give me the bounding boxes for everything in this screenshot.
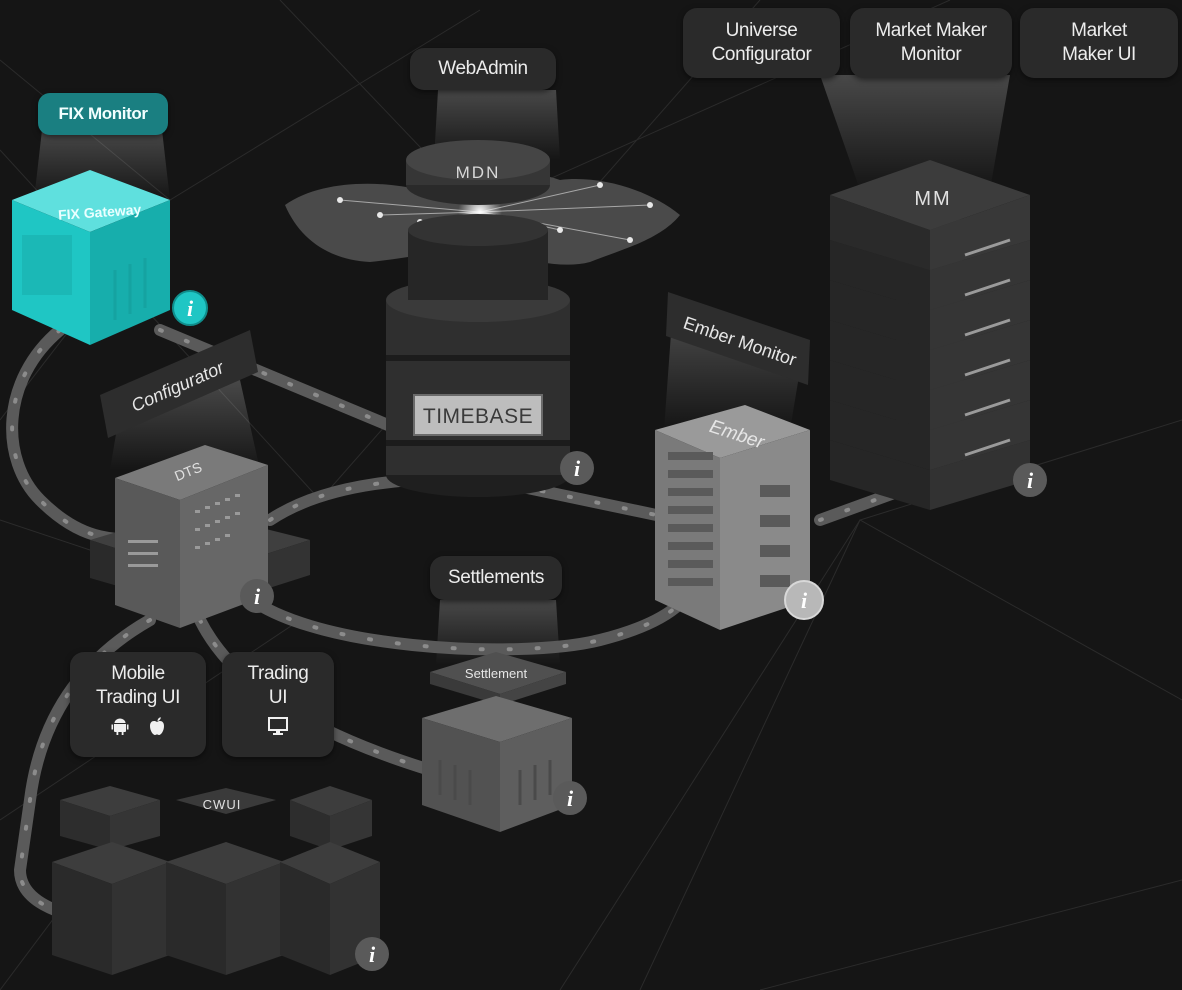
fix-monitor-label[interactable]: FIX Monitor	[38, 93, 168, 135]
cwui-servers[interactable]: CWUI	[52, 786, 380, 975]
svg-text:i: i	[254, 584, 261, 609]
svg-text:i: i	[369, 942, 376, 967]
info-icon[interactable]: i	[1013, 463, 1047, 497]
svg-text:i: i	[567, 786, 574, 811]
mdn-label: MDN	[456, 163, 501, 182]
settlement-label: Settlement	[465, 666, 528, 681]
mm-server-stack[interactable]: MM	[830, 160, 1030, 510]
fix-gateway-label: FIX Gateway	[58, 201, 142, 223]
mdn-node[interactable]: MDN	[406, 140, 550, 205]
desktop-icon	[268, 717, 288, 735]
info-icon[interactable]: i	[355, 937, 389, 971]
mm-rack-layers	[830, 160, 1030, 470]
dts-server[interactable]: DTS	[90, 445, 310, 628]
ember-server[interactable]: Ember	[655, 405, 810, 630]
settlement-node[interactable]: Settlement	[422, 652, 572, 832]
svg-text:i: i	[1027, 468, 1034, 493]
info-icon[interactable]: i	[560, 451, 594, 485]
info-icon[interactable]: i	[553, 781, 587, 815]
fix-gateway-node[interactable]: FIX Gateway	[12, 170, 170, 345]
mm-label: MM	[914, 188, 951, 210]
svg-text:i: i	[574, 456, 581, 481]
trading-ui-panel[interactable]: Trading UI	[222, 652, 334, 757]
apple-icon	[150, 717, 164, 735]
timebase-database[interactable]: TIMEBASE	[386, 214, 570, 497]
svg-text:i: i	[187, 296, 194, 321]
webadmin-label[interactable]: WebAdmin	[410, 48, 556, 90]
universe-configurator-label[interactable]: Universe Configurator	[683, 8, 840, 78]
android-icon	[111, 718, 129, 735]
timebase-label: TIMEBASE	[423, 405, 533, 428]
cwui-tower-2	[166, 842, 284, 975]
info-icon[interactable]: i	[172, 290, 208, 326]
market-maker-monitor-label[interactable]: Market Maker Monitor	[850, 8, 1012, 78]
info-icon[interactable]: i	[784, 580, 824, 620]
info-icon[interactable]: i	[240, 579, 274, 613]
svg-text:i: i	[801, 588, 808, 613]
market-maker-ui-label[interactable]: Market Maker UI	[1020, 8, 1178, 78]
settlements-label[interactable]: Settlements	[430, 556, 562, 600]
mobile-trading-ui-panel[interactable]: Mobile Trading UI	[70, 652, 206, 757]
cwui-label: CWUI	[203, 797, 242, 812]
cwui-tower-1	[52, 786, 170, 975]
